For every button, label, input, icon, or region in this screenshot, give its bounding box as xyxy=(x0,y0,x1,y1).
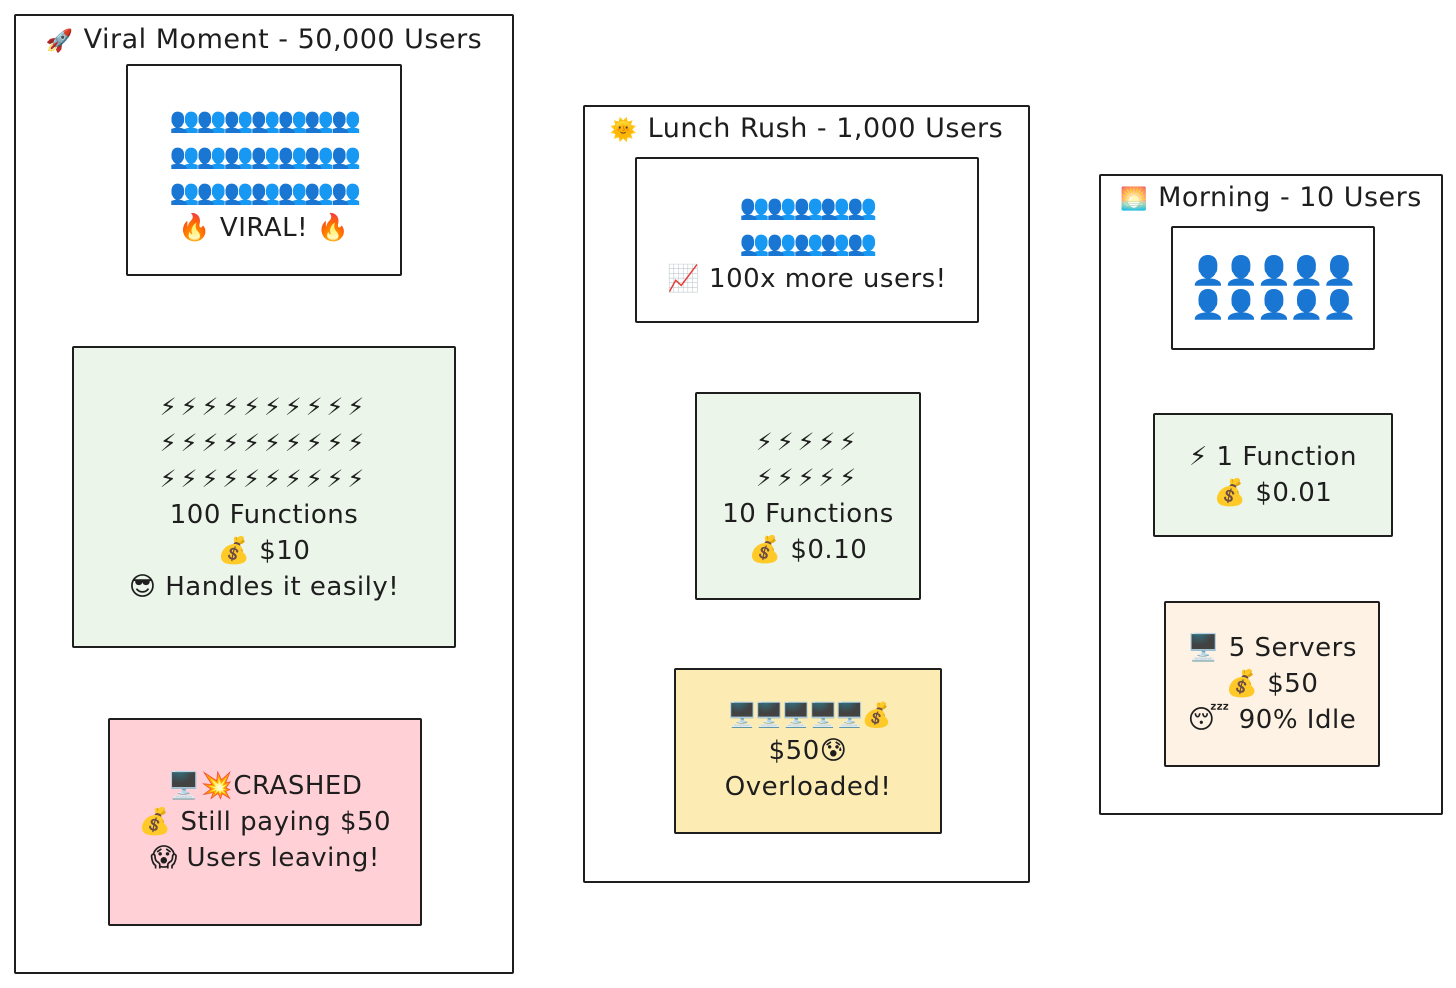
panel-title-morning: 🌅 Morning - 10 Users xyxy=(1101,182,1441,213)
users-icon-row: 👥👥👥👥👥👥👥 xyxy=(169,178,361,206)
sun-icon: 🌞 xyxy=(609,118,638,143)
lightning-icon-row: ⚡⚡⚡⚡⚡ xyxy=(755,428,861,456)
functions-cost: 💰 $10 xyxy=(217,536,311,566)
users-icon-row: 👥👥👥👥👥👥👥 xyxy=(169,106,361,134)
users-icon-row: 👥👥👥👥👥👥👥 xyxy=(169,142,361,170)
functions-cost: 💰 $0.01 xyxy=(1213,478,1333,508)
servers-box-overloaded: 🖥️🖥️🖥️🖥️🖥️💰 $50😰 Overloaded! xyxy=(674,668,942,834)
servers-cost: $50😰 xyxy=(768,736,848,766)
users-box-lunch: 👥👥👥👥👥 👥👥👥👥👥 📈 100x more users! xyxy=(635,157,979,323)
rocket-icon: 🚀 xyxy=(45,29,74,54)
users-box-morning: 👤👤👤👤👤 👤👤👤👤👤 xyxy=(1171,226,1375,350)
computer-icon-row: 🖥️🖥️🖥️🖥️🖥️💰 xyxy=(727,701,891,729)
sunrise-icon: 🌅 xyxy=(1120,187,1149,212)
servers-status: 🖥️💥CRASHED xyxy=(167,771,363,801)
lightning-icon-row: ⚡⚡⚡⚡⚡⚡⚡⚡⚡⚡ xyxy=(159,429,369,457)
panel-lunch-rush: 🌞 Lunch Rush - 1,000 Users 👥👥👥👥👥 👥👥👥👥👥 📈 … xyxy=(583,105,1030,883)
functions-cost: 💰 $0.10 xyxy=(748,535,868,565)
servers-count: 🖥️ 5 Servers xyxy=(1187,633,1357,663)
user-icon-row: 👤👤👤👤👤 xyxy=(1190,288,1357,321)
viral-label: 🔥 VIRAL! 🔥 xyxy=(178,213,350,243)
servers-box-idle: 🖥️ 5 Servers 💰 $50 😴 90% Idle xyxy=(1164,601,1380,767)
users-icon-row: 👥👥👥👥👥 xyxy=(739,229,877,257)
panel-title-viral-text: Viral Moment - 50,000 Users xyxy=(83,24,483,55)
panel-title-morning-text: Morning - 10 Users xyxy=(1158,182,1422,213)
functions-count: 100 Functions xyxy=(169,500,359,530)
functions-note: 😎 Handles it easily! xyxy=(128,572,400,602)
user-icon-row: 👤👤👤👤👤 xyxy=(1190,254,1357,287)
lightning-icon-row: ⚡⚡⚡⚡⚡⚡⚡⚡⚡⚡ xyxy=(159,465,369,493)
servers-note: Overloaded! xyxy=(724,772,892,802)
servers-note: 😱 Users leaving! xyxy=(150,843,380,873)
panel-title-lunch: 🌞 Lunch Rush - 1,000 Users xyxy=(585,113,1028,144)
functions-count: 10 Functions xyxy=(722,499,894,529)
functions-box-viral: ⚡⚡⚡⚡⚡⚡⚡⚡⚡⚡ ⚡⚡⚡⚡⚡⚡⚡⚡⚡⚡ ⚡⚡⚡⚡⚡⚡⚡⚡⚡⚡ 100 Fun… xyxy=(72,346,456,648)
servers-cost: 💰 $50 xyxy=(1225,669,1319,699)
panel-morning: 🌅 Morning - 10 Users 👤👤👤👤👤 👤👤👤👤👤 ⚡ 1 Func… xyxy=(1099,174,1443,815)
panel-viral-moment: 🚀 Viral Moment - 50,000 Users 👥👥👥👥👥👥👥 👥👥👥… xyxy=(14,14,514,974)
panel-title-viral: 🚀 Viral Moment - 50,000 Users xyxy=(16,24,512,55)
lightning-icon-row: ⚡⚡⚡⚡⚡ xyxy=(755,464,861,492)
lightning-icon-row: ⚡⚡⚡⚡⚡⚡⚡⚡⚡⚡ xyxy=(159,393,369,421)
panel-title-lunch-text: Lunch Rush - 1,000 Users xyxy=(647,113,1004,144)
users-icon-row: 👥👥👥👥👥 xyxy=(739,193,877,221)
users-growth-label: 📈 100x more users! xyxy=(667,264,947,294)
servers-cost: 💰 Still paying $50 xyxy=(138,807,392,837)
servers-note: 😴 90% Idle xyxy=(1187,705,1357,735)
functions-box-morning: ⚡ 1 Function 💰 $0.01 xyxy=(1153,413,1393,537)
servers-box-crashed: 🖥️💥CRASHED 💰 Still paying $50 😱 Users le… xyxy=(108,718,422,926)
users-box-viral: 👥👥👥👥👥👥👥 👥👥👥👥👥👥👥 👥👥👥👥👥👥👥 🔥 VIRAL! 🔥 xyxy=(126,64,402,276)
functions-box-lunch: ⚡⚡⚡⚡⚡ ⚡⚡⚡⚡⚡ 10 Functions 💰 $0.10 xyxy=(695,392,921,600)
functions-count: ⚡ 1 Function xyxy=(1189,442,1357,472)
